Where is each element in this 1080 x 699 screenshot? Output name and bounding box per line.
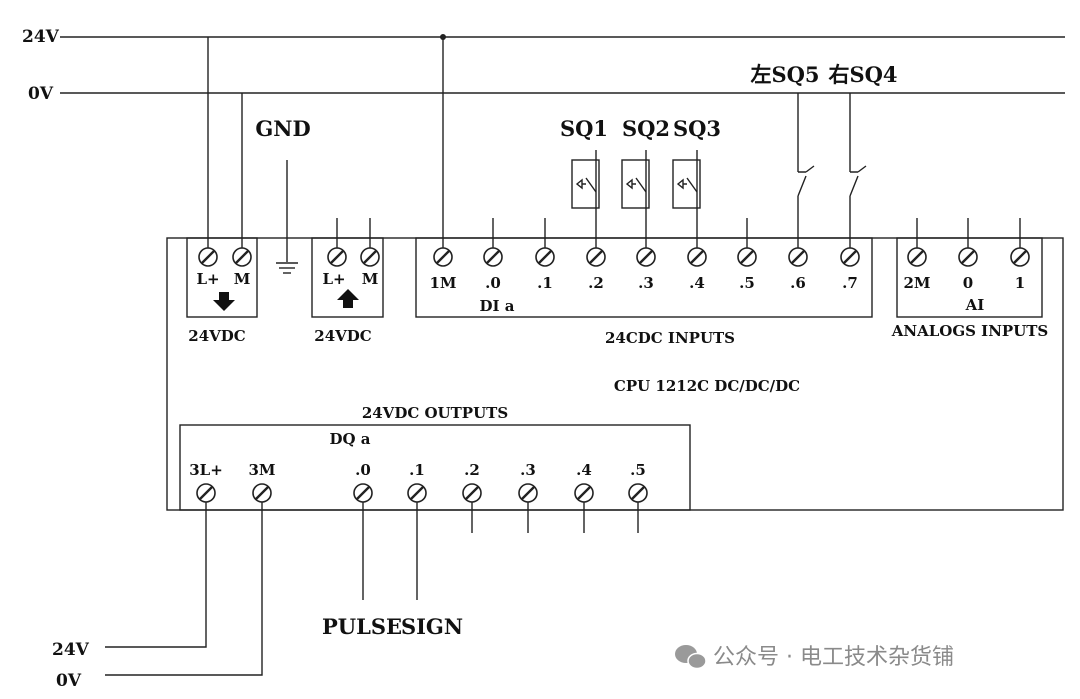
terminal-label: .1	[537, 274, 553, 292]
digital-outputs-block: 24VDC OUTPUTS DQ a 3L+ 3M .0 .1 .2 .3 .4…	[52, 404, 691, 691]
wechat-icon	[675, 645, 707, 670]
terminal-label: L+	[196, 270, 219, 288]
terminal-label: M	[362, 270, 379, 288]
terminal-m	[231, 246, 253, 268]
power-rails: 24V 0V	[22, 27, 1065, 104]
sensor-sq3-label: SQ3	[673, 116, 721, 141]
power-input-block: L+ M 24VDC	[311, 218, 384, 345]
terminal-label: .0	[355, 461, 371, 479]
terminal-label: .1	[409, 461, 425, 479]
limit-switch-sq4-icon	[849, 93, 867, 250]
arrow-down-icon	[213, 292, 235, 311]
terminal-label: .4	[576, 461, 592, 479]
power-input-label: 24VDC	[314, 327, 372, 345]
power-output-label: 24VDC	[188, 327, 246, 345]
terminal-label: .0	[485, 274, 501, 292]
analog-inputs-block: 2M 0 1 AI ANALOGS INPUTS	[891, 218, 1049, 340]
terminal-label: L+	[322, 270, 345, 288]
dq-title: 24VDC OUTPUTS	[362, 404, 508, 422]
terminal-label: .2	[464, 461, 480, 479]
gnd-label: GND	[255, 116, 310, 141]
sensor-sq5-label: 左SQ5	[750, 62, 819, 87]
terminal-label: .6	[790, 274, 806, 292]
terminal-label: .5	[630, 461, 646, 479]
digital-inputs-block: SQ1 SQ2 SQ3 左SQ5 右SQ4 1M .0 .1 .2 .3 .4 …	[415, 37, 898, 347]
sensor-sq2-label: SQ2	[622, 116, 670, 141]
ai-group-label: AI	[965, 296, 985, 314]
terminal-label: 2M	[903, 274, 930, 292]
terminal-label: 3M	[248, 461, 275, 479]
terminal-label: .3	[638, 274, 654, 292]
sensor-sq1-icon	[571, 159, 600, 209]
rail-0v-label: 0V	[28, 84, 54, 104]
sensor-sq1-label: SQ1	[560, 116, 608, 141]
di-label: 24CDC INPUTS	[605, 329, 735, 347]
dq-group-label: DQ a	[329, 430, 370, 448]
sensor-sq4-label: 右SQ4	[828, 62, 897, 87]
terminal-lplus	[197, 246, 219, 268]
terminal-label: 0	[963, 274, 973, 292]
bottom-24v-label: 24V	[52, 640, 90, 660]
di-group-label: DI a	[480, 297, 515, 315]
terminal-label: M	[234, 270, 251, 288]
sensor-sq2-icon	[621, 159, 650, 209]
terminal-label: .5	[739, 274, 755, 292]
terminal-label: 1M	[429, 274, 456, 292]
sensor-sq3-icon	[672, 159, 701, 209]
watermark-text: 公众号 · 电工技术杂货铺	[713, 645, 954, 670]
terminal-label: 1	[1015, 274, 1025, 292]
power-output-block: L+ M 24VDC	[186, 37, 258, 345]
terminal-label: .4	[689, 274, 705, 292]
limit-switch-sq5-icon	[797, 93, 815, 250]
arrow-up-icon	[337, 289, 359, 308]
pulse-label: PULSE	[322, 614, 402, 639]
ground: GND	[255, 116, 311, 274]
sign-label: SIGN	[401, 614, 463, 639]
terminal-label: .7	[842, 274, 858, 292]
terminal-label: .3	[520, 461, 536, 479]
terminal-label: 3L+	[189, 461, 223, 479]
ai-label: ANALOGS INPUTS	[891, 322, 1049, 340]
bottom-0v-label: 0V	[56, 671, 82, 691]
watermark: 公众号 · 电工技术杂货铺	[675, 645, 954, 670]
rail-24v-label: 24V	[22, 27, 60, 47]
terminal-label: .2	[588, 274, 604, 292]
cpu-label: CPU 1212C DC/DC/DC	[614, 377, 800, 395]
